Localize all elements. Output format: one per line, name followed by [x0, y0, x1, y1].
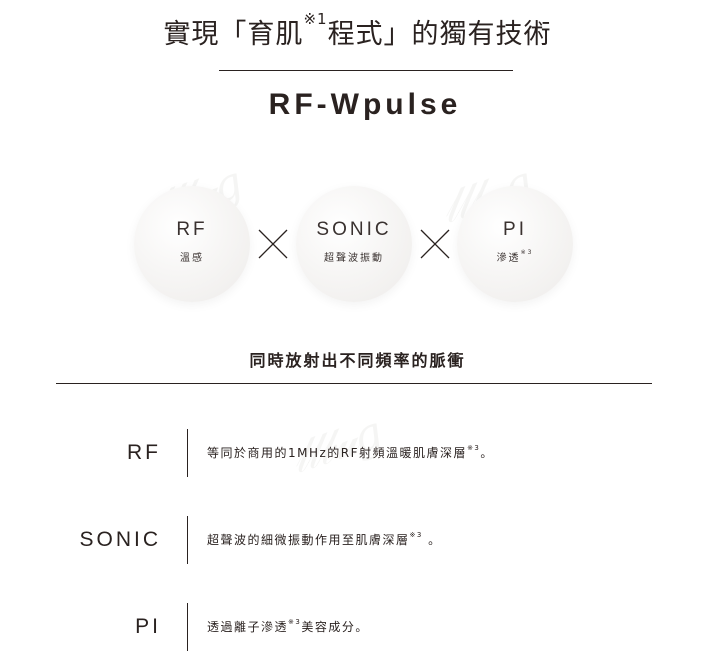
heading-divider [219, 70, 513, 71]
section-divider [56, 383, 652, 384]
circle-title: SONIC [316, 219, 392, 240]
circle-subtitle: 滲透※3 [496, 249, 534, 264]
section-subheading: 同時放射出不同頻率的脈衝 [249, 351, 466, 370]
row-divider [187, 516, 188, 564]
circle-title: PI [503, 219, 527, 240]
circle-title: RF [176, 219, 208, 240]
circle-subtitle: 溫感 [180, 253, 204, 264]
feature-circle-sonic: SONIC 超聲波振動 [296, 186, 412, 302]
row-divider [187, 429, 188, 477]
feature-label: RF [127, 441, 161, 464]
feature-row-rf: RF 等同於商用的1MHz的RF射頻溫暖肌膚深層※3。 [0, 429, 715, 477]
feature-label: SONIC [79, 528, 161, 551]
times-icon [419, 228, 451, 260]
circle-subtitle: 超聲波振動 [324, 253, 384, 264]
brand-title: RF-Wpulse [268, 88, 462, 121]
feature-row-pi: PI 透過離子滲透※3美容成分。 [0, 603, 715, 651]
feature-label: PI [135, 615, 161, 638]
row-divider [187, 603, 188, 651]
feature-circle-pi: PI 滲透※3 [457, 186, 573, 302]
heading-text-before: 實現「育肌 [163, 19, 304, 50]
heading-footnote-mark: ※1 [303, 10, 328, 28]
feature-description: 透過離子滲透※3美容成分。 [207, 618, 369, 634]
feature-description: 等同於商用的1MHz的RF射頻溫暖肌膚深層※3。 [207, 444, 494, 460]
feature-circle-rf: RF 溫感 [134, 186, 250, 302]
feature-row-sonic: SONIC 超聲波的細微振動作用至肌膚深層※3 。 [0, 516, 715, 564]
page-heading: 實現「育肌※1程式」的獨有技術 [0, 10, 715, 51]
times-icon [257, 228, 289, 260]
feature-description: 超聲波的細微振動作用至肌膚深層※3 。 [207, 531, 442, 547]
heading-text-after: 程式」的獨有技術 [327, 19, 552, 50]
